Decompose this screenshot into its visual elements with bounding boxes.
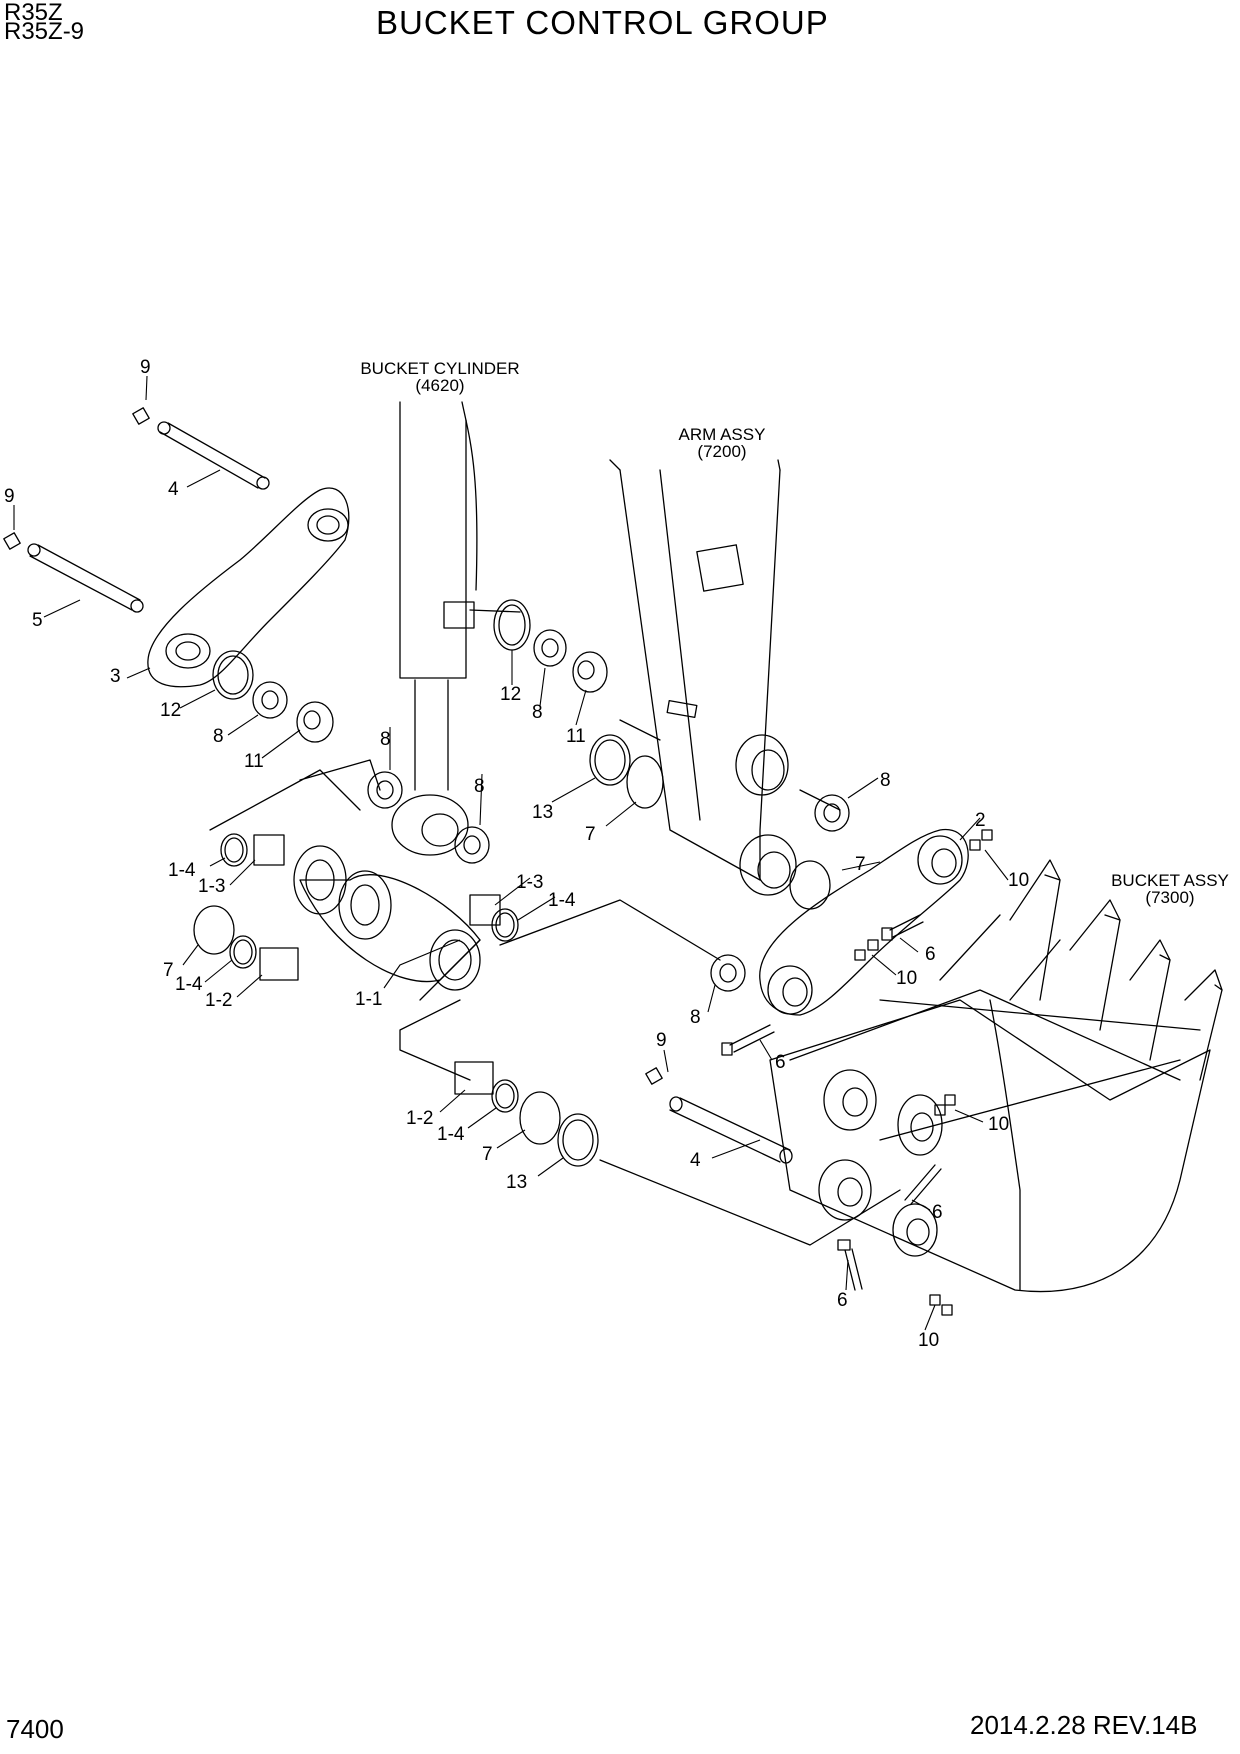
page-title: BUCKET CONTROL GROUP bbox=[376, 4, 829, 41]
oring-7-left bbox=[193, 905, 235, 955]
callout: 1-4 bbox=[168, 860, 196, 881]
callout: 9 bbox=[140, 357, 151, 378]
bush-1-2-b bbox=[454, 1061, 494, 1095]
pin-part-4-top bbox=[132, 407, 270, 490]
bush-1-3-a bbox=[253, 834, 285, 866]
callout: 7 bbox=[482, 1144, 493, 1165]
oring-7-top bbox=[626, 755, 664, 809]
page-number: 7400 bbox=[6, 1714, 64, 1744]
bucket-cylinder-reference: BUCKET CYLINDER (4620) bbox=[340, 360, 540, 394]
callout: 9 bbox=[4, 486, 15, 507]
callout: 8 bbox=[532, 702, 543, 723]
bush-1-3-b bbox=[469, 894, 501, 926]
callout: 6 bbox=[837, 1290, 848, 1311]
pin-part-4-lower bbox=[645, 1067, 793, 1164]
bolt-6-c bbox=[837, 1239, 863, 1291]
link-part-2 bbox=[759, 828, 969, 1016]
model-line-2: R35Z-9 bbox=[4, 18, 85, 45]
plate-8-right bbox=[814, 794, 850, 832]
callout: 7 bbox=[585, 824, 596, 845]
callout: 10 bbox=[896, 968, 917, 989]
ring-1-4-a bbox=[220, 833, 248, 867]
callout: 6 bbox=[932, 1202, 943, 1223]
callout: 4 bbox=[168, 479, 179, 500]
link-part-1-1 bbox=[293, 845, 481, 1001]
callout: 9 bbox=[656, 1030, 667, 1051]
oring-7-right bbox=[789, 860, 831, 910]
callout: 8 bbox=[880, 770, 891, 791]
callout: 8 bbox=[380, 729, 391, 750]
callout: 1-3 bbox=[516, 872, 543, 893]
callout: 11 bbox=[244, 751, 264, 772]
revision-label: 2014.2.28 REV.14B bbox=[970, 1710, 1198, 1740]
callout: 2 bbox=[975, 810, 986, 831]
callout: 6 bbox=[925, 944, 936, 965]
bucket-cylinder-name: BUCKET CYLINDER bbox=[360, 359, 520, 378]
nut-10-a bbox=[969, 829, 993, 851]
callout: 12 bbox=[160, 700, 181, 721]
bolt-6-b bbox=[881, 914, 924, 941]
bucket-cylinder-code: (4620) bbox=[415, 376, 465, 395]
callout: 8 bbox=[690, 1007, 701, 1028]
bucket-assy-code: (7300) bbox=[1145, 888, 1195, 907]
arm-assy-code: (7200) bbox=[697, 442, 747, 461]
callout: 8 bbox=[474, 776, 485, 797]
bolt-6-d bbox=[904, 1164, 942, 1205]
callout: 8 bbox=[213, 726, 224, 747]
callout-leaders bbox=[13, 375, 1009, 1331]
arm-assy bbox=[609, 459, 797, 896]
callout: 10 bbox=[918, 1330, 939, 1351]
ring-1-4-b bbox=[491, 908, 519, 942]
callout: 1-2 bbox=[406, 1108, 433, 1129]
callout: 7 bbox=[163, 960, 174, 981]
callout: 6 bbox=[775, 1052, 786, 1073]
callout: 1-2 bbox=[205, 990, 232, 1011]
callout: 7 bbox=[855, 854, 866, 875]
plate-8-left bbox=[252, 681, 288, 719]
callout: 1-1 bbox=[355, 989, 382, 1010]
bush-1-2-a bbox=[259, 947, 299, 981]
callout: 11 bbox=[566, 726, 586, 747]
callout: 1-4 bbox=[175, 974, 203, 995]
shim-13-lower bbox=[557, 1113, 599, 1167]
callout: 3 bbox=[110, 666, 121, 687]
pin-part-5 bbox=[3, 532, 144, 613]
nut-10-b bbox=[854, 939, 879, 961]
plate-11-top bbox=[572, 651, 608, 693]
shim-13-top bbox=[589, 734, 631, 786]
plate-11-left bbox=[296, 701, 334, 743]
ring-1-4-d bbox=[491, 1079, 519, 1113]
shim-12-left bbox=[212, 650, 254, 700]
callout: 13 bbox=[506, 1172, 527, 1193]
bucket-assy-reference: BUCKET ASSY (7300) bbox=[1100, 872, 1240, 906]
arm-assy-reference: ARM ASSY (7200) bbox=[632, 426, 812, 460]
oring-7-lower bbox=[519, 1091, 561, 1145]
callout: 12 bbox=[500, 684, 521, 705]
callout: 1-3 bbox=[198, 876, 225, 897]
callout: 1-4 bbox=[437, 1124, 465, 1145]
plate-8-top bbox=[533, 629, 567, 667]
callout: 5 bbox=[32, 610, 43, 631]
callout: 10 bbox=[988, 1114, 1009, 1135]
callout: 10 bbox=[1008, 870, 1029, 891]
link-part-3 bbox=[147, 487, 350, 688]
model-line-1: R35Z bbox=[4, 0, 63, 26]
plate-8-bottom bbox=[710, 954, 746, 992]
callout: 4 bbox=[690, 1150, 701, 1171]
callout-labels: 9 4 9 5 3 12 8 11 12 8 11 8 8 13 7 8 2 1… bbox=[4, 357, 1029, 1351]
arm-assy-name: ARM ASSY bbox=[678, 425, 766, 444]
bolt-6-a bbox=[721, 1024, 775, 1056]
nut-10-c bbox=[934, 1094, 956, 1116]
callout: 1-4 bbox=[548, 890, 576, 911]
bucket-cylinder bbox=[391, 401, 521, 856]
ring-1-4-c bbox=[229, 935, 257, 969]
bucket-assy bbox=[769, 859, 1223, 1293]
bucket-assy-name: BUCKET ASSY bbox=[1111, 871, 1229, 890]
nut-10-d bbox=[929, 1294, 953, 1316]
callout: 13 bbox=[532, 802, 553, 823]
